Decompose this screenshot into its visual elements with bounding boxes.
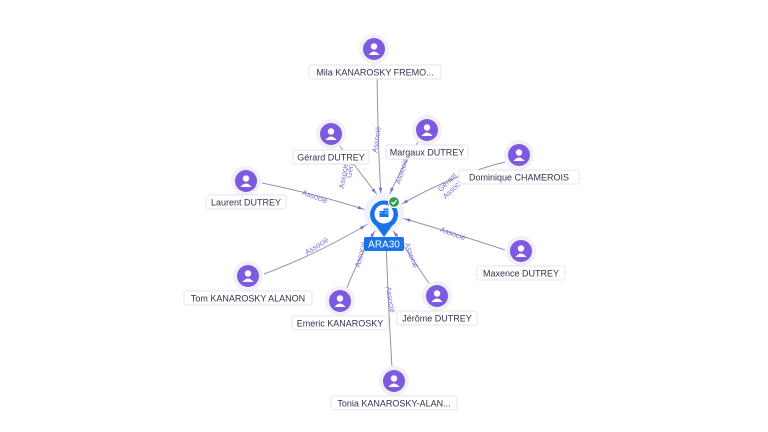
edge-arrow-tom	[359, 225, 366, 230]
edge-arrow-emeric	[370, 231, 375, 238]
node-label: Laurent DUTREY	[211, 198, 281, 208]
node-label-box	[292, 149, 370, 165]
node-label: Tonia KANAROSKY-ALAN...	[337, 399, 450, 409]
nodes-layer: Mila KANAROSKY FREMO... Gérard DUTREY Marg…	[183, 34, 580, 411]
node-label: Gérard DUTREY	[297, 153, 365, 163]
node-label: Mila KANAROSKY FREMO...	[316, 68, 433, 78]
person-node-gerard[interactable]: Gérard DUTREY	[292, 119, 370, 165]
edge-arrow-gerard	[371, 188, 377, 194]
node-label-box	[396, 310, 478, 326]
person-avatar-icon	[508, 144, 530, 166]
person-avatar-icon	[510, 240, 532, 262]
person-avatar-icon	[237, 265, 259, 287]
edge-arrow-dominique	[402, 199, 409, 204]
person-avatar-icon	[426, 285, 448, 307]
edge-label-mila-0: Associé	[370, 126, 383, 153]
edge-laurent	[261, 182, 367, 211]
edge-label-margaux-0: Associé	[393, 157, 410, 185]
edge-arrow-jerome	[393, 231, 399, 237]
edge-label-tom-0: Associé	[303, 235, 330, 257]
node-label-box	[458, 169, 580, 185]
node-label: Maxence DUTREY	[483, 269, 559, 279]
person-avatar-icon	[235, 170, 257, 192]
check-badge-icon	[387, 195, 401, 209]
edge-arrow-laurent	[357, 205, 364, 210]
node-label-box	[308, 64, 442, 80]
person-node-margaux[interactable]: Margaux DUTREY	[385, 115, 469, 160]
node-label-box	[205, 194, 287, 210]
node-label: Emeric KANAROSKY	[297, 319, 384, 329]
node-label: Dominique CHAMEROIS	[469, 173, 569, 183]
edge-dominique	[399, 161, 506, 206]
person-node-mila[interactable]: Mila KANAROSKY FREMO...	[308, 34, 442, 80]
center-label-box	[364, 237, 404, 251]
edge-arrow-maxence	[404, 218, 411, 223]
node-label: Jérôme DUTREY	[402, 314, 472, 324]
person-node-emeric[interactable]: Emeric KANAROSKY	[291, 286, 389, 331]
edge-tonia	[385, 239, 393, 369]
edge-mila	[376, 69, 382, 197]
person-node-tonia[interactable]: Tonia KANAROSKY-ALAN...	[330, 366, 458, 411]
node-label-box	[385, 144, 469, 160]
node-label: Tom KANAROSKY ALANON	[191, 294, 305, 304]
person-avatar-icon	[363, 38, 385, 60]
edge-label-jerome-0: Associé	[403, 241, 420, 269]
person-avatar-icon	[320, 123, 342, 145]
edge-label-tonia-0: Associé	[384, 286, 397, 313]
person-node-dominique[interactable]: Dominique CHAMEROIS	[458, 140, 580, 185]
person-node-jerome[interactable]: Jérôme DUTREY	[396, 281, 478, 326]
node-label-box	[330, 395, 458, 411]
node-label-box	[291, 315, 389, 331]
edge-tom	[263, 223, 369, 275]
person-avatar-icon	[416, 119, 438, 141]
center-label: ARA30	[368, 240, 400, 251]
person-node-laurent[interactable]: Laurent DUTREY	[205, 166, 287, 210]
edge-arrow-mila	[378, 187, 383, 194]
person-node-tom[interactable]: Tom KANAROSKY ALANON	[183, 261, 313, 306]
edge-label-gerard-1: Associé	[337, 162, 350, 189]
center-node[interactable]: ARA30	[364, 193, 404, 251]
edge-label-laurent-0: Associé	[301, 188, 329, 205]
edge-arrow-margaux	[390, 187, 394, 194]
node-label-box	[476, 265, 566, 281]
edge-maxence	[401, 217, 506, 251]
edge-label-maxence-0: Associé	[439, 225, 467, 242]
person-avatar-icon	[329, 290, 351, 312]
building-pin-icon	[370, 200, 399, 237]
node-label: Margaux DUTREY	[390, 148, 465, 158]
node-label-box	[183, 290, 313, 306]
person-node-maxence[interactable]: Maxence DUTREY	[476, 236, 566, 281]
person-avatar-icon	[383, 370, 405, 392]
